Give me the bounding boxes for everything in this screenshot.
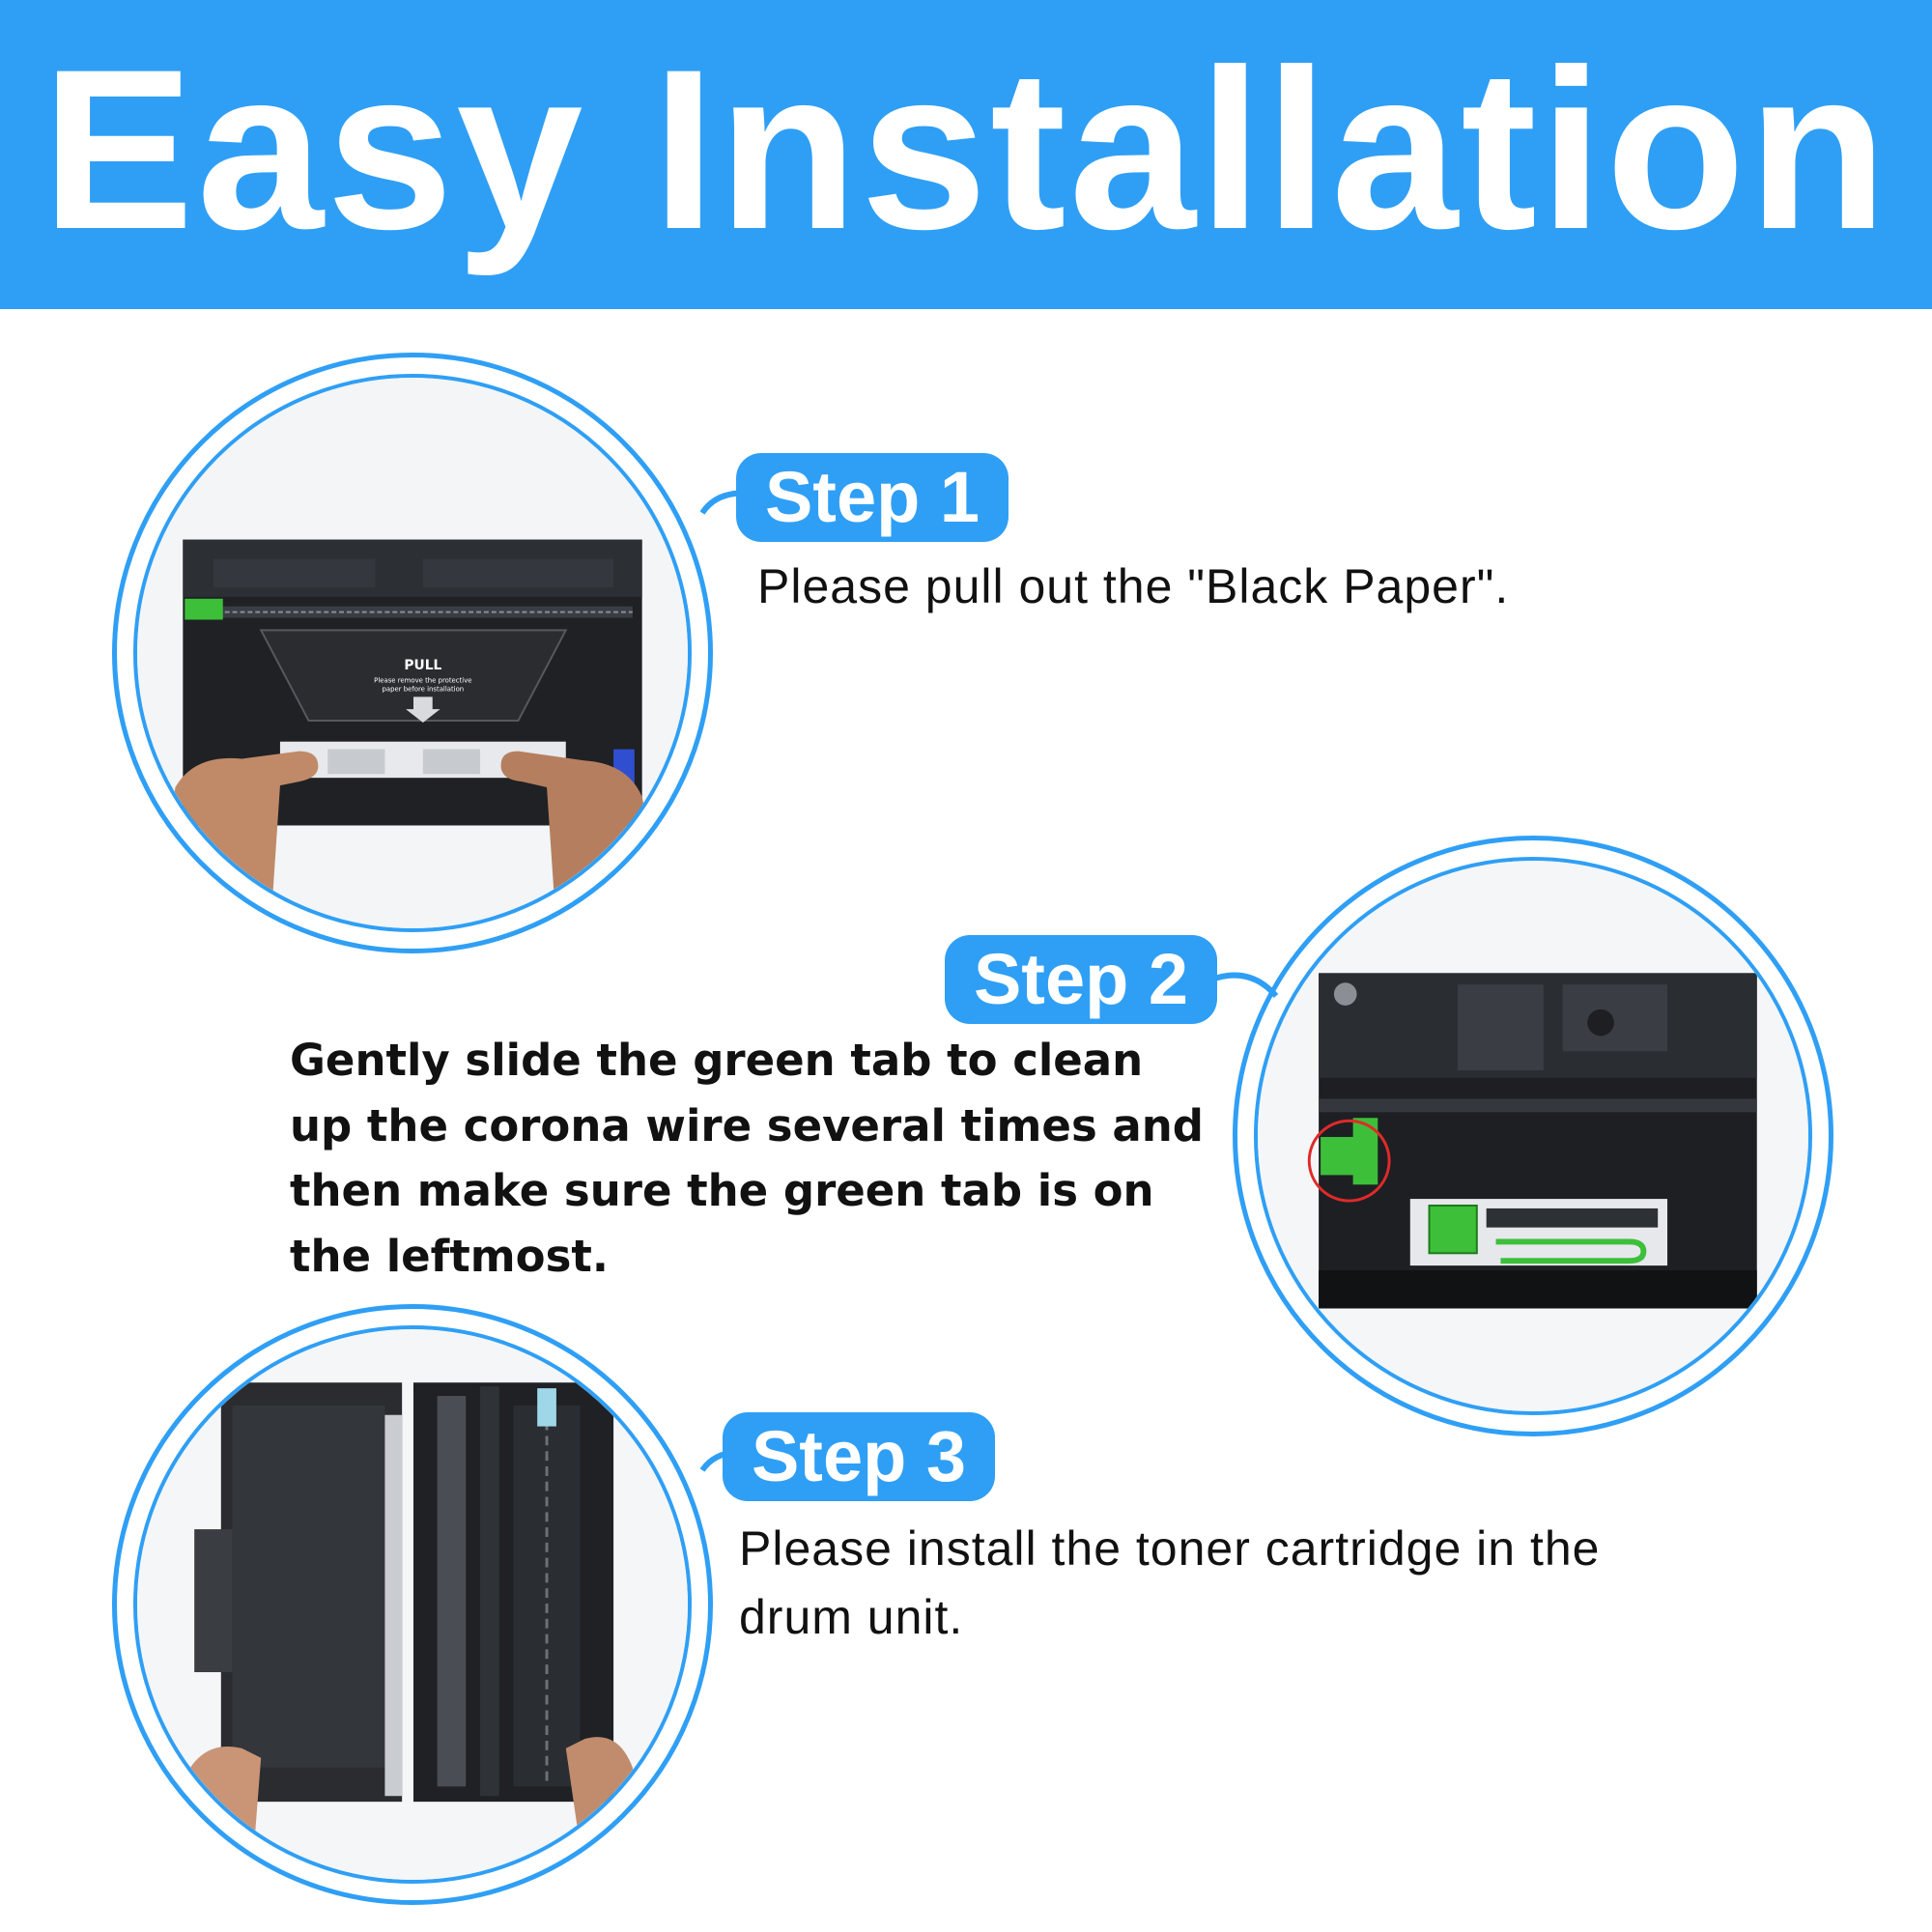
- step-2-connector: [1213, 972, 1279, 999]
- step-1-photo: PULL Please remove the protective paper …: [133, 374, 692, 932]
- pull-note-line-1: Please remove the protective: [374, 677, 471, 685]
- drum-unit-pull-paper-image: PULL Please remove the protective paper …: [137, 378, 688, 928]
- pull-label: PULL: [404, 658, 441, 673]
- step-1-badge: Step 1: [736, 453, 1009, 542]
- highlight-circle: [1307, 1119, 1391, 1203]
- corona-wire-green-tab-image: [1258, 861, 1808, 1411]
- header-banner: [0, 0, 1932, 309]
- down-arrow-icon: [406, 696, 440, 723]
- step-2-description: Gently slide the green tab to clean up t…: [290, 1035, 1205, 1282]
- green-tab-icon: [185, 598, 223, 620]
- slide-arrow-icon: [1495, 1238, 1647, 1264]
- page-title: Easy Installation: [42, 22, 1890, 277]
- toner-in-drum-image: [137, 1329, 688, 1880]
- pull-note-line-2: paper before installation: [383, 685, 465, 693]
- step-2-badge: Step 2: [945, 935, 1217, 1024]
- step-2-photo: [1254, 857, 1812, 1415]
- step-3-description: Please install the toner cartridge in th…: [739, 1521, 1601, 1644]
- step-3-photo: [133, 1325, 692, 1884]
- step-1-description: Please pull out the "Black Paper".: [757, 559, 1510, 613]
- step-3-badge: Step 3: [723, 1412, 995, 1501]
